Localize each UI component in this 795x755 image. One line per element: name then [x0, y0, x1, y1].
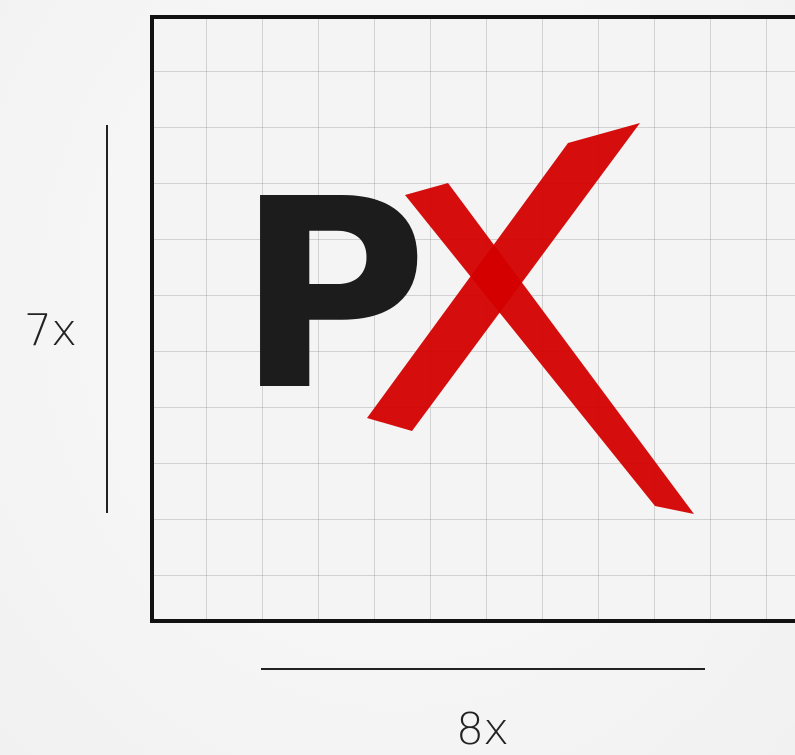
width-dimension-label: 8x	[456, 704, 509, 755]
height-dimension-label: 7x	[24, 305, 77, 356]
height-dimension-line	[106, 125, 108, 513]
grid-frame	[150, 15, 795, 623]
width-dimension-line	[261, 668, 705, 670]
